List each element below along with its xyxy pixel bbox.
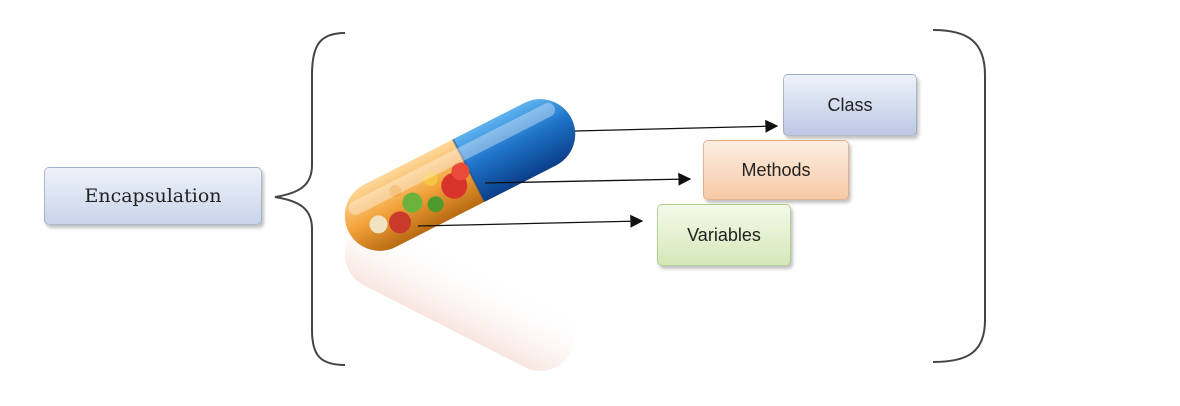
methods-box: Methods [703,140,849,200]
arrow-to-class [575,126,777,131]
encapsulation-box: Encapsulation [44,167,262,225]
variables-box: Variables [657,204,791,266]
variables-label: Variables [687,225,761,246]
capsule-icon [333,87,588,263]
right-bracket [933,30,985,362]
encapsulation-label: Encapsulation [84,185,221,207]
class-label: Class [827,95,872,116]
arrow-to-variables [418,221,642,226]
class-box: Class [783,74,917,136]
left-brace [275,33,345,365]
methods-label: Methods [741,160,810,181]
